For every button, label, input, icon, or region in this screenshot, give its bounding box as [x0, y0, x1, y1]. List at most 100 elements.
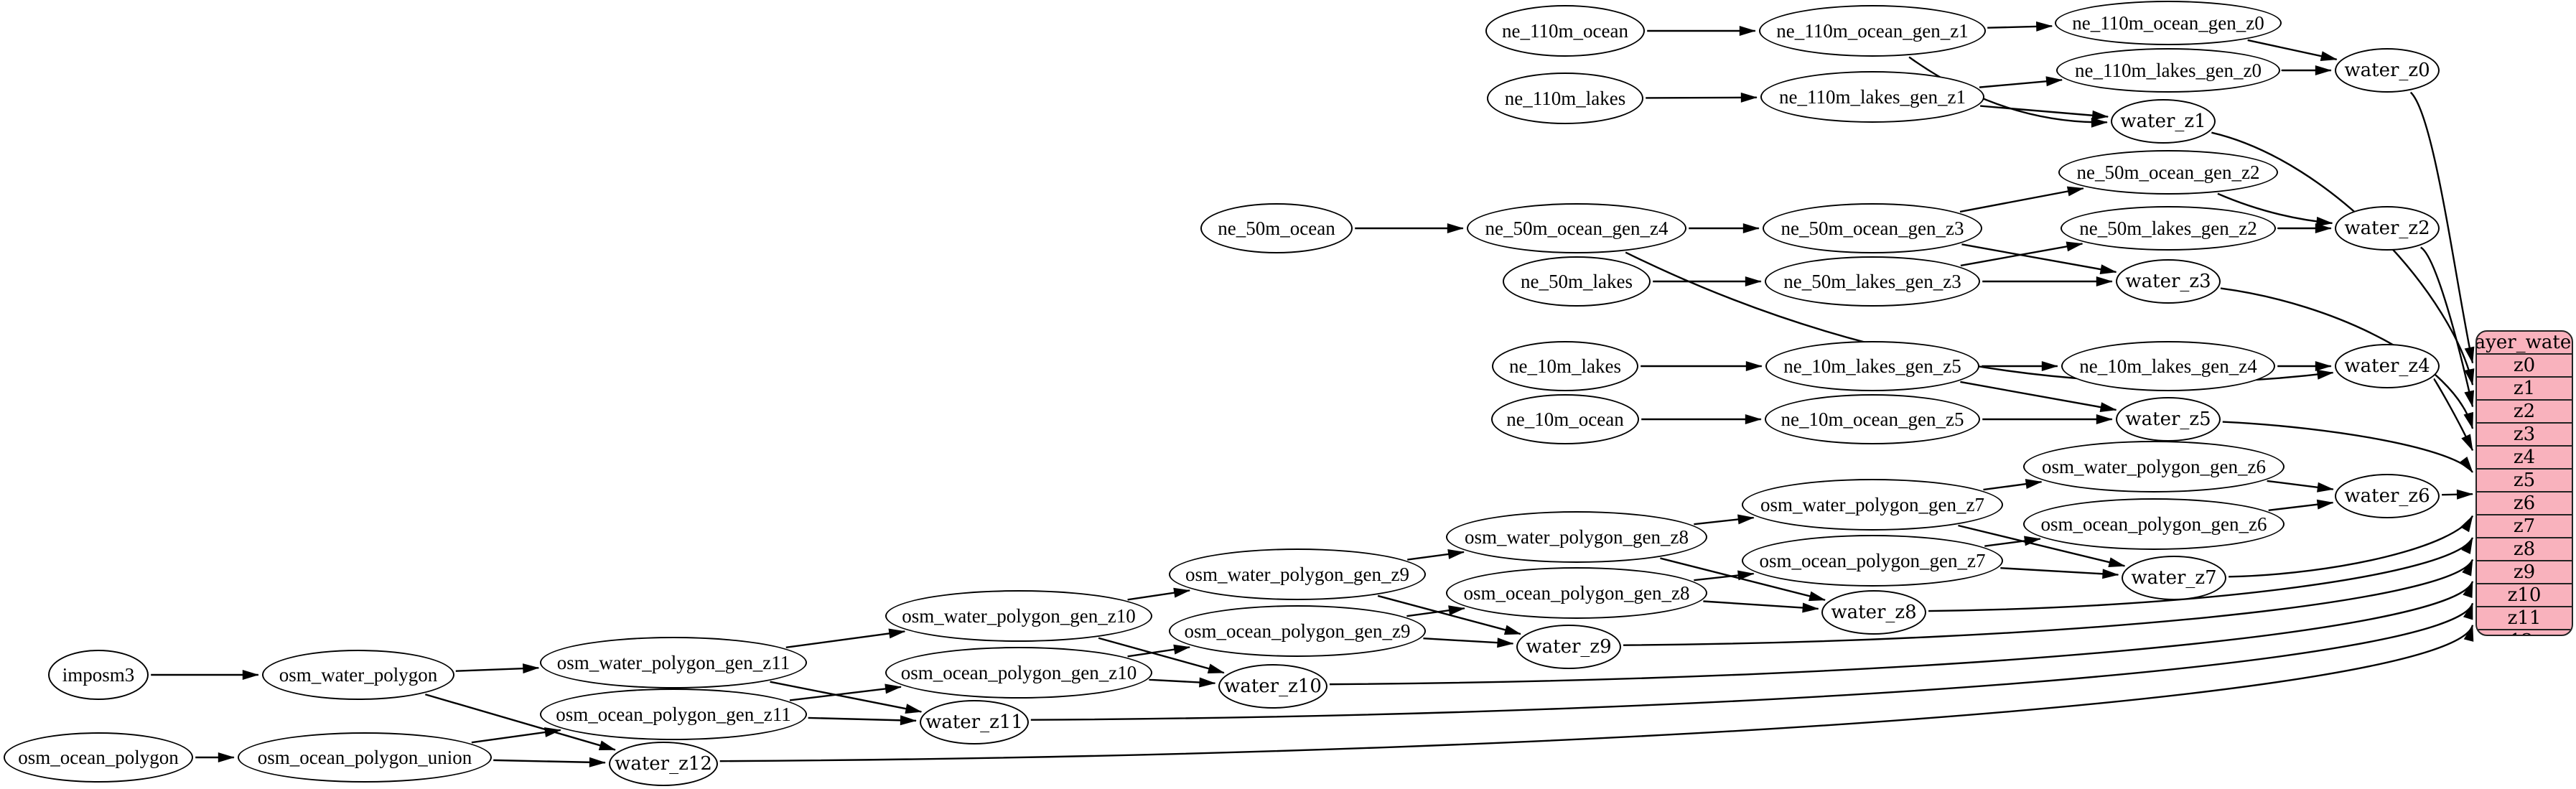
node-label: water_z9 [1526, 636, 1612, 658]
node-label: water_z1 [2120, 111, 2206, 132]
record-row-z0: z0 [2477, 353, 2572, 376]
node-label: ne_10m_lakes [1509, 355, 1621, 377]
node-label: water_z12 [615, 753, 712, 775]
edge-osm_water_polygon_gen_z7-osm_water_polygon_gen_z6 [1983, 479, 2043, 491]
edge-osm_water_polygon-water_z12 [424, 694, 616, 751]
node-label: osm_water_polygon_gen_z10 [902, 604, 1136, 627]
edge-ne_110m_ocean_gen_z0-water_z0 [2247, 39, 2338, 61]
node-ne_110m_ocean_gen_z0: ne_110m_ocean_gen_z0 [2055, 1, 2282, 45]
edge-ne_50m_lakes_gen_z3-ne_50m_lakes_gen_z2 [1960, 241, 2083, 267]
node-ne_10m_ocean: ne_10m_ocean [1491, 394, 1639, 444]
record-row-z10: z10 [2477, 583, 2572, 606]
edge-osm_ocean_polygon_union-water_z12 [493, 757, 606, 767]
node-osm_water_polygon_gen_z9: osm_water_polygon_gen_z9 [1169, 548, 1426, 600]
edge-osm_water_polygon_gen_z8-osm_water_polygon_gen_z7 [1694, 514, 1755, 526]
node-osm_ocean_polygon_union: osm_ocean_polygon_union [238, 732, 492, 783]
edge-ne_110m_lakes_gen_z1-ne_110m_lakes_gen_z0 [1979, 76, 2063, 88]
node-label: water_z3 [2125, 271, 2211, 292]
edge-water_z8-layer_water-z8 [1928, 537, 2474, 612]
node-water_z12: water_z12 [609, 742, 718, 786]
node-label: ne_110m_ocean_gen_z1 [1776, 19, 1969, 42]
node-label: ne_50m_ocean [1218, 217, 1335, 239]
node-label: ne_50m_ocean_gen_z2 [2076, 161, 2260, 183]
node-osm_water_polygon_gen_z11: osm_water_polygon_gen_z11 [540, 637, 807, 688]
edge-osm_ocean_polygon_gen_z6-water_z6 [2268, 499, 2334, 512]
node-label: ne_10m_ocean [1506, 408, 1624, 430]
node-label: ne_10m_lakes_gen_z5 [1783, 355, 1961, 377]
node-water_z8: water_z8 [1821, 590, 1926, 635]
node-label: water_z11 [925, 711, 1023, 733]
node-ne_110m_lakes_gen_z0: ne_110m_lakes_gen_z0 [2056, 48, 2280, 93]
node-ne_10m_lakes: ne_10m_lakes [1492, 341, 1638, 391]
node-label: osm_water_polygon_gen_z6 [2042, 455, 2266, 477]
node-ne_50m_ocean: ne_50m_ocean [1200, 203, 1353, 253]
edge-water_z11-layer_water-z11 [1030, 602, 2474, 721]
node-osm_ocean_polygon: osm_ocean_polygon [4, 732, 193, 783]
edge-osm_water_polygon_gen_z9-water_z9 [1377, 594, 1521, 635]
node-label: osm_water_polygon_gen_z8 [1465, 526, 1689, 548]
edge-osm_ocean_polygon_gen_z9-osm_ocean_polygon_gen_z8 [1406, 605, 1465, 617]
node-ne_50m_lakes_gen_z2: ne_50m_lakes_gen_z2 [2061, 206, 2276, 251]
node-water_z1: water_z1 [2111, 99, 2216, 144]
node-osm_ocean_polygon_gen_z9: osm_ocean_polygon_gen_z9 [1169, 605, 1426, 657]
record-row-z12+: z12+ [2477, 629, 2572, 635]
record-row-z9: z9 [2477, 560, 2572, 583]
node-label: ne_50m_lakes_gen_z3 [1783, 270, 1961, 292]
node-osm_ocean_polygon_gen_z7: osm_ocean_polygon_gen_z7 [1742, 535, 2003, 587]
node-osm_water_polygon_gen_z6: osm_water_polygon_gen_z6 [2023, 441, 2285, 492]
edge-ne_110m_lakes_gen_z1-water_z1 [1980, 105, 2109, 121]
node-label: ne_110m_lakes_gen_z0 [2075, 59, 2262, 81]
node-osm_ocean_polygon_gen_z11: osm_ocean_polygon_gen_z11 [540, 688, 807, 740]
node-label: osm_water_polygon_gen_z9 [1185, 563, 1409, 585]
node-label: osm_water_polygon_gen_z11 [556, 651, 790, 673]
node-ne_10m_ocean_gen_z5: ne_10m_ocean_gen_z5 [1765, 394, 1980, 444]
node-label: osm_ocean_polygon_union [257, 746, 472, 768]
edge-water_z2-layer_water-z2 [2419, 246, 2475, 408]
node-label: osm_water_polygon [279, 663, 438, 686]
edge-osm_water_polygon_gen_z6-water_z6 [2267, 480, 2334, 492]
record-row-z3: z3 [2477, 422, 2572, 445]
node-label: ne_50m_ocean_gen_z4 [1485, 217, 1669, 239]
edge-osm_ocean_polygon_union-osm_ocean_polygon_gen_z11 [471, 727, 561, 744]
edge-osm_ocean_polygon_gen_z8-osm_ocean_polygon_gen_z7 [1694, 570, 1755, 582]
node-label: water_z6 [2344, 485, 2430, 507]
node-label: water_z8 [1831, 602, 1917, 623]
node-water_z10: water_z10 [1218, 664, 1327, 709]
edge-water_z5-layer_water-z5 [2222, 421, 2473, 473]
node-label: osm_water_polygon_gen_z7 [1760, 493, 1984, 515]
record-row-z4: z4 [2477, 445, 2572, 468]
node-ne_110m_lakes_gen_z1: ne_110m_lakes_gen_z1 [1760, 71, 1984, 123]
edge-osm_water_polygon_gen_z9-osm_water_polygon_gen_z8 [1407, 548, 1465, 561]
edge-ne_110m_ocean_gen_z1-ne_110m_ocean_gen_z0 [1987, 21, 2053, 32]
node-ne_10m_lakes_gen_z4: ne_10m_lakes_gen_z4 [2061, 341, 2275, 391]
node-label: ne_110m_lakes_gen_z1 [1779, 85, 1966, 108]
node-label: osm_ocean_polygon_gen_z8 [1463, 582, 1690, 604]
layer-water-record: layer_waterz0z1z2z3z4z5z6z7z8z9z10z11z12… [2475, 330, 2573, 636]
node-label: water_z2 [2344, 218, 2430, 239]
node-label: ne_10m_lakes_gen_z4 [2079, 355, 2257, 377]
node-label: ne_50m_lakes_gen_z2 [2079, 217, 2257, 239]
record-row-z7: z7 [2477, 514, 2572, 537]
edge-osm_ocean_polygon_gen_z11-water_z11 [808, 715, 917, 726]
edge-osm_ocean_polygon_gen_z7-water_z7 [2000, 566, 2119, 579]
record-title: layer_water [2475, 332, 2572, 353]
node-water_z6: water_z6 [2335, 474, 2440, 518]
node-ne_110m_ocean: ne_110m_ocean [1485, 5, 1645, 57]
node-ne_10m_lakes_gen_z5: ne_10m_lakes_gen_z5 [1765, 341, 1979, 391]
edge-osm_ocean_polygon_gen_z10-osm_ocean_polygon_gen_z9 [1127, 644, 1191, 658]
node-label: water_z4 [2344, 355, 2430, 377]
record-row-z1: z1 [2477, 376, 2572, 399]
edge-water_z9-layer_water-z9 [1623, 559, 2474, 646]
node-label: water_z5 [2125, 408, 2211, 430]
node-imposm3: imposm3 [48, 650, 149, 700]
edge-water_z7-layer_water-z7 [2229, 515, 2474, 578]
node-water_z0: water_z0 [2335, 48, 2440, 93]
node-ne_50m_ocean_gen_z3: ne_50m_ocean_gen_z3 [1763, 203, 1982, 253]
node-label: osm_ocean_polygon_gen_z6 [2040, 513, 2267, 535]
edge-osm_ocean_polygon_gen_z10-water_z10 [1149, 677, 1216, 688]
edge-water_z10-layer_water-z10 [1329, 580, 2474, 686]
node-osm_water_polygon_gen_z10: osm_water_polygon_gen_z10 [885, 590, 1152, 642]
edge-osm_water_polygon_gen_z8-water_z8 [1660, 557, 1826, 602]
node-label: ne_10m_ocean_gen_z5 [1781, 408, 1964, 430]
